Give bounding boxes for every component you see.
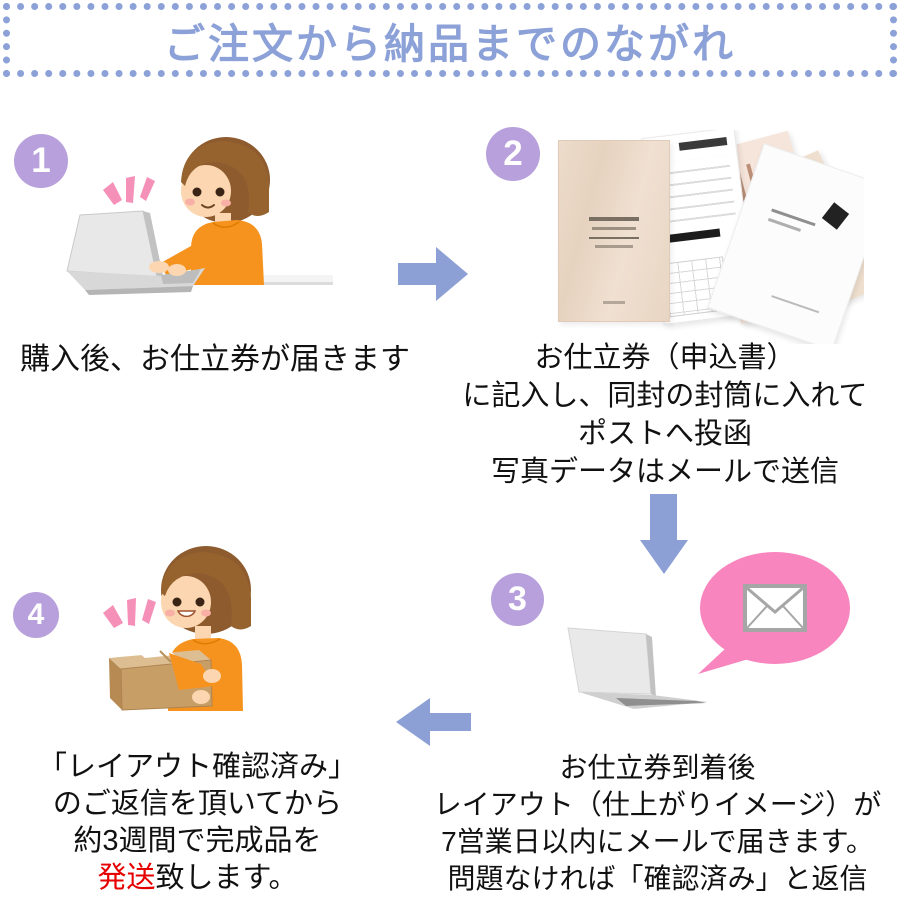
arm: [169, 653, 215, 690]
step-1-number-badge: 1: [14, 134, 68, 188]
hand: [192, 690, 210, 704]
caption-line: 約3週間で完成品を: [73, 825, 322, 857]
caption-line: のご返信を頂いてから: [52, 788, 343, 820]
eye: [192, 187, 202, 197]
step-4-number-badge: 4: [13, 592, 59, 638]
caption-line: 写真データはメールで送信: [490, 456, 839, 488]
step-2-caption: お仕立券（申込書） に記入し、同封の封筒に入れて ポストへ投函 写真データはメー…: [430, 339, 900, 491]
laptop-icon: [66, 210, 205, 295]
caption-line: 購入後、お仕立券が届きます: [20, 343, 410, 376]
step-3-number-badge: 3: [491, 573, 544, 626]
woman-at-laptop-illustration: [66, 137, 333, 295]
step-1-caption: 購入後、お仕立券が届きます: [0, 341, 430, 379]
bangs: [181, 141, 269, 216]
hand: [203, 669, 221, 683]
tailoring-kit-photo: [542, 130, 864, 344]
box-label: [139, 650, 175, 658]
step-4-caption: 「レイアウト確認済み」 のご返信を頂いてから 約3週間で完成品を 発送致します。: [0, 749, 395, 897]
laptop-screen: [66, 210, 158, 278]
excitement-marks-icon: [103, 598, 156, 628]
excitement-marks-icon: [103, 176, 155, 205]
keyboard: [161, 269, 201, 284]
hand: [168, 264, 186, 276]
page-title: ご注文から納品までのながれ: [164, 21, 736, 67]
laptop-screen: [567, 627, 652, 695]
hand: [149, 261, 169, 273]
mail-speech-bubble: [698, 552, 850, 674]
desk: [195, 275, 333, 283]
arrow-right-icon: [398, 247, 468, 301]
step-2-number-badge: 2: [486, 127, 540, 181]
caption-line: に記入し、同封の封筒に入れて: [462, 380, 868, 412]
arrow-left-icon: [396, 698, 471, 746]
caption-line: お仕立券到着後: [559, 752, 756, 783]
eye: [195, 597, 205, 607]
box-top: [109, 650, 211, 669]
orange-sweater: [191, 220, 264, 285]
shipping-highlight: 発送: [97, 862, 156, 894]
caption-line: ポストへ投函: [577, 418, 752, 450]
box-side: [109, 658, 122, 710]
eye: [172, 597, 182, 607]
laptop-icon: [567, 627, 708, 709]
open-smile: [176, 610, 197, 618]
caption-line: お仕立券（申込書）: [534, 342, 796, 374]
caption-line: レイアウト（仕上がりイメージ）が: [433, 789, 882, 820]
caption-line: 発送致します。: [0, 860, 395, 897]
laptop-base: [67, 268, 205, 290]
step-3-caption: お仕立券到着後 レイアウト（仕上がりイメージ）が 7営業日以内にメールで届きます…: [415, 749, 900, 897]
caption-line: 「レイアウト確認済み」: [37, 751, 357, 783]
envelope-icon: [743, 584, 807, 632]
smile: [201, 204, 215, 209]
caption-line-rest: 致します。: [155, 862, 298, 894]
woman-figure: [159, 137, 270, 285]
eye: [215, 187, 225, 197]
arrow-down-icon: [640, 494, 688, 574]
header-banner: ご注文から納品までのながれ: [3, 3, 897, 77]
bubble-tail: [698, 648, 752, 674]
wood-print-panel: [558, 140, 670, 322]
caption-line: 7営業日以内にメールで届きます。: [441, 826, 874, 857]
neck: [195, 626, 211, 639]
bangs: [161, 552, 251, 630]
caption-line: 問題なければ「確認済み」と返信: [447, 863, 868, 894]
woman-with-parcel-illustration: [103, 546, 251, 711]
